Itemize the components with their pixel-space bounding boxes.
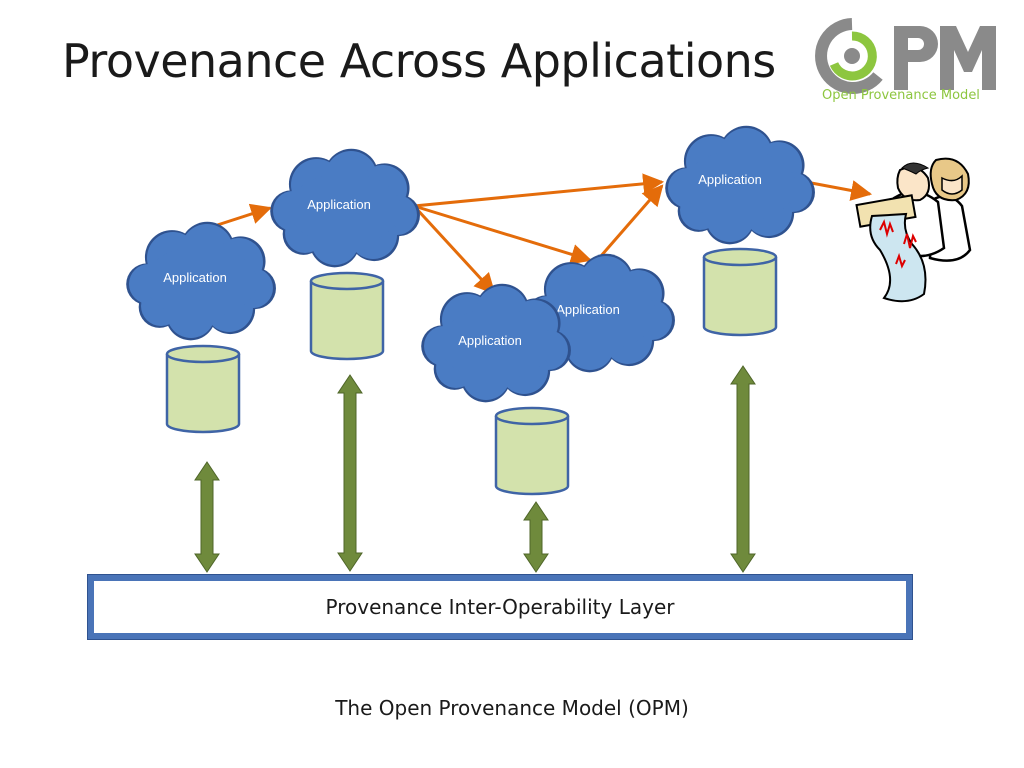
slide-caption: The Open Provenance Model (OPM) [335,696,689,720]
database-icon [165,344,241,434]
application-label: Application [307,197,371,212]
application-label: Application [458,333,522,348]
application-cloud: Application [270,148,420,268]
sync-arrow [194,461,220,573]
sync-arrow [523,501,549,573]
database-icon [494,406,570,496]
database-icon [702,247,778,337]
opm-logo-icon [815,18,996,94]
sync-arrow [730,365,756,573]
application-cloud: Application [665,125,815,245]
interoperability-layer-label: Provenance Inter-Operability Layer [325,595,675,619]
application-label: Application [698,172,762,187]
interoperability-layer: Provenance Inter-Operability Layer [88,575,912,639]
scientists-clipart-icon [855,157,972,303]
application-label: Application [556,302,620,317]
application-cloud: Application [126,221,276,341]
sync-arrow [337,374,363,572]
application-cloud: Application [421,283,571,403]
slide-title: Provenance Across Applications [62,34,776,88]
opm-logo-subtitle: Open Provenance Model [822,88,980,103]
flow-arrows [201,173,873,295]
database-icon [309,271,385,361]
application-cloud: Application [525,253,675,373]
application-label: Application [163,270,227,285]
